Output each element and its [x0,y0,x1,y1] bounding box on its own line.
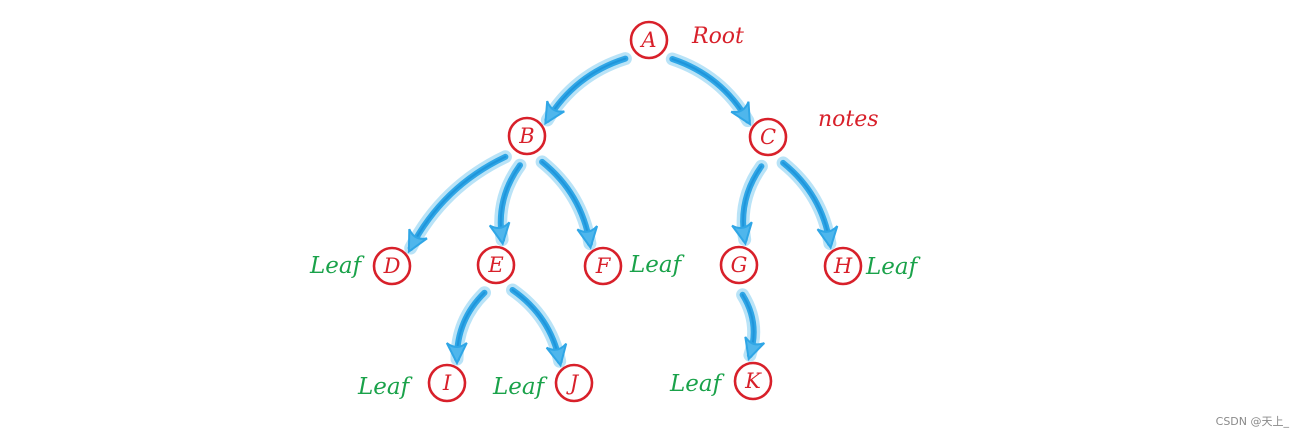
edge-c-h [776,156,839,250]
leaf-label-k: Leaf [669,371,725,397]
node-a: A [629,20,669,60]
node-b: B [507,116,547,156]
edge-a-c [665,52,755,128]
node-circle-f [583,246,623,286]
node-circle-j [554,363,594,403]
watermark: CSDN @天上_ [1215,415,1289,428]
node-g: G [719,245,759,285]
arrow-head-d [407,228,428,254]
arrow-head-j [545,342,568,368]
node-label-e: E [487,253,503,277]
edges-layer [404,52,839,368]
node-label-f: F [595,254,612,278]
arrow-head-i [445,342,468,366]
leaf-label-j: Leaf [492,374,548,400]
node-circle-b [507,116,547,156]
arrow-head-b [544,100,565,126]
node-circle-g [719,245,759,285]
arrow-head-e [488,221,511,246]
leaf-label-f: Leaf [629,252,685,278]
notes-label: notes [818,107,879,132]
edge-a-b [540,52,632,127]
node-circle-c [748,117,788,157]
node-i: I [427,363,467,403]
arrow-head-f [576,225,599,250]
node-circle-a [629,20,669,60]
leaf-label-d: Leaf [309,253,365,279]
edge-g-k [736,288,766,362]
node-circle-e [476,245,516,285]
edge-c-g [731,159,768,247]
node-label-j: J [566,371,580,395]
node-circle-h [823,246,863,286]
edge-b-e [488,158,527,247]
leaf-label-i: Leaf [357,374,413,400]
node-k: K [733,361,773,401]
edge-e-j [506,283,568,368]
node-j: J [554,363,594,403]
arrow-head-h [816,225,839,250]
edge-b-d [404,150,512,255]
root-label: Root [691,24,744,49]
node-label-d: D [383,254,401,278]
node-label-b: B [518,124,534,148]
leaf-label-h: Leaf [865,254,921,280]
node-label-i: I [442,371,452,395]
node-d: D [372,246,412,286]
node-c: C [748,117,788,157]
node-h: H [823,246,863,286]
node-circle-d [372,246,412,286]
edge-e-i [445,286,491,366]
edge-b-f [535,155,599,251]
node-label-a: A [639,28,656,52]
node-label-g: G [731,253,748,277]
node-label-k: K [744,369,762,393]
node-f: F [583,246,623,286]
node-e: E [476,245,516,285]
node-label-h: H [833,254,853,278]
node-circle-i [427,363,467,403]
node-circle-k [733,361,773,401]
node-label-c: C [760,125,776,149]
nodes-layer: A B C D E F G H I J K [372,20,863,403]
arrow-head-g [731,221,753,246]
arrow-head-k [744,336,766,362]
arrow-head-c [730,101,752,126]
